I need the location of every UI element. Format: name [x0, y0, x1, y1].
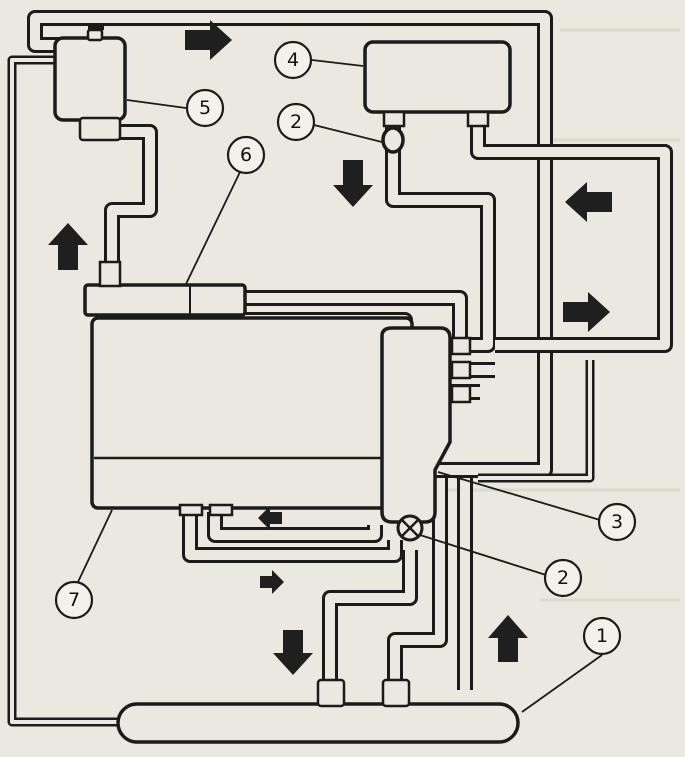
- coolant-header-6: [83, 260, 247, 317]
- callout-2-lower: 2: [557, 567, 569, 589]
- callout-5: 5: [199, 97, 211, 119]
- expansion-tank: [53, 24, 127, 142]
- drain-valve: [396, 514, 424, 542]
- flow-arrow-small-right: [260, 570, 284, 594]
- callout-6: 6: [240, 144, 252, 166]
- engine-block: [90, 316, 414, 517]
- flow-arrow-small-left: [258, 506, 282, 530]
- flow-arrow-down-center: [333, 160, 373, 207]
- callout-3: 3: [611, 511, 623, 533]
- radiator: [116, 678, 520, 744]
- flow-arrow-left-right-side: [565, 182, 612, 222]
- flow-arrow-up-left: [48, 223, 88, 270]
- thermostat-housing: [380, 326, 472, 524]
- heater-core: [363, 40, 512, 128]
- callouts: 1 2 2 3 4 5 6 7: [54, 40, 637, 713]
- callout-4: 4: [287, 49, 299, 71]
- flow-arrow-down-bottom: [273, 630, 313, 675]
- flow-arrow-right-lower: [563, 292, 610, 332]
- callout-1: 1: [596, 625, 608, 647]
- flow-arrow-up-bottom: [488, 615, 528, 662]
- flow-arrows: [48, 20, 612, 675]
- flow-arrow-right-top: [185, 20, 232, 60]
- hose-clamp-top: [381, 126, 405, 154]
- callout-7: 7: [68, 589, 80, 611]
- callout-2-upper: 2: [290, 111, 302, 133]
